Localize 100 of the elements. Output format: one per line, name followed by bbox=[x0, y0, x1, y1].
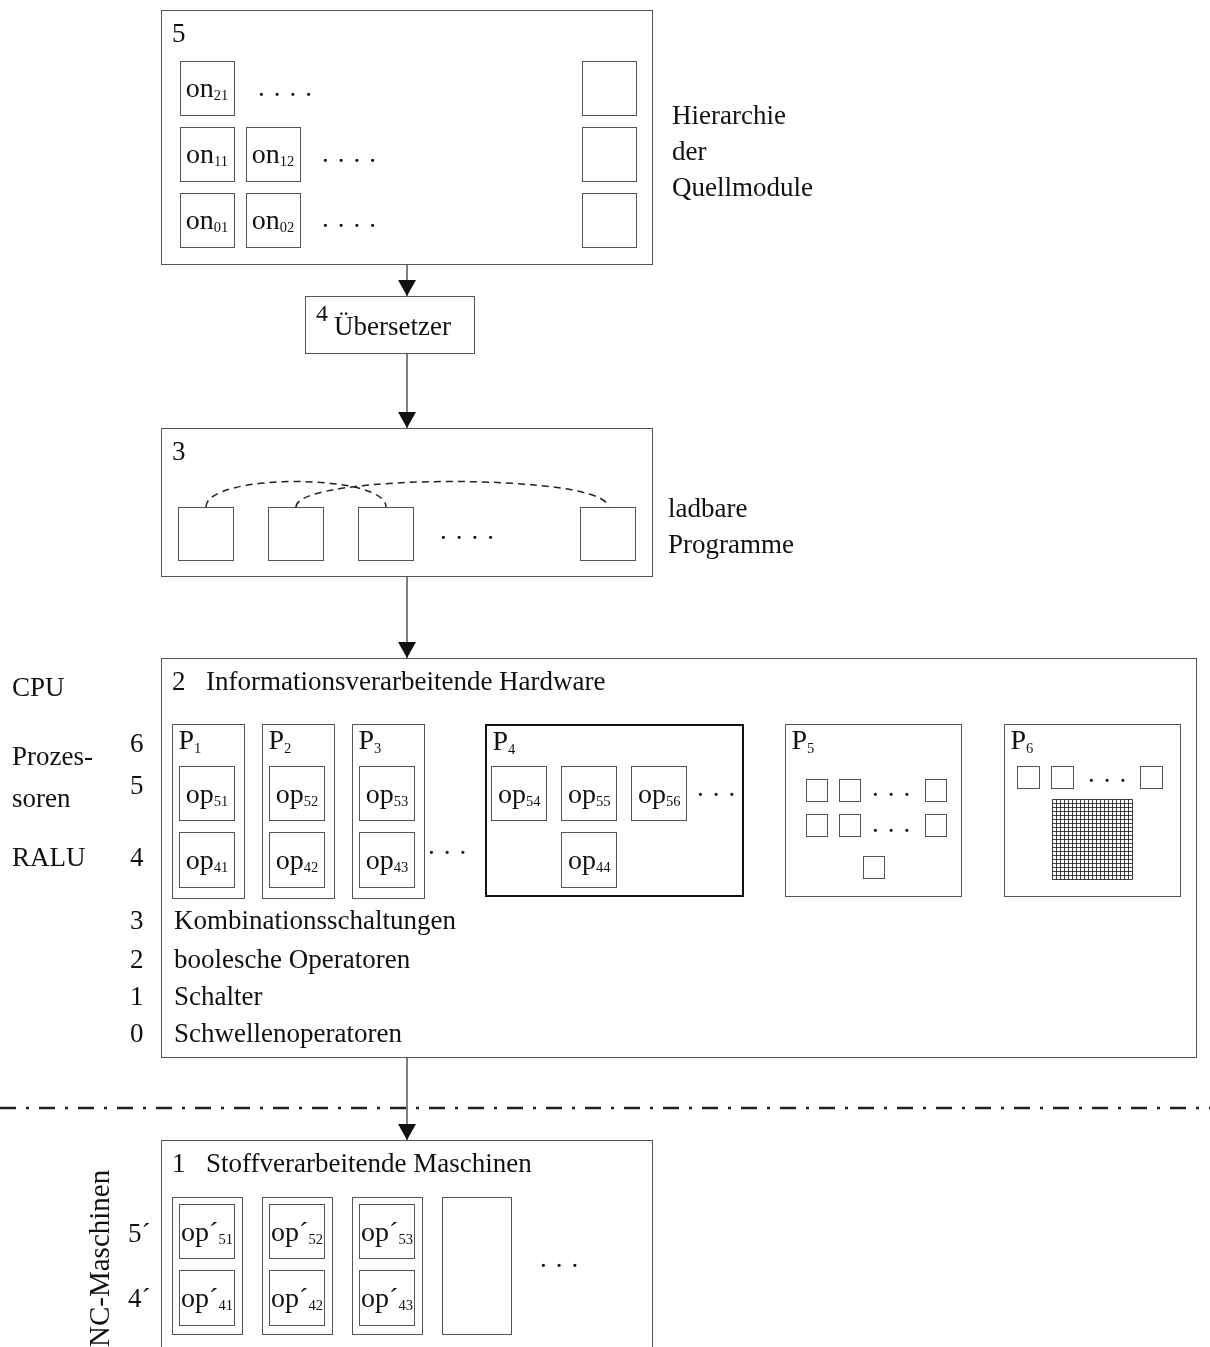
operator-label: op´$_{53}$ bbox=[361, 1216, 413, 1247]
operator-box bbox=[269, 766, 325, 821]
ellipsis-label: ... bbox=[697, 772, 745, 804]
ellipsis-label: .... bbox=[440, 515, 503, 547]
operator-label: on$_{01}$ bbox=[185, 204, 229, 236]
layer-number: 5 bbox=[172, 19, 186, 49]
side-label: NC-Maschinen bbox=[83, 1169, 116, 1347]
operator-label: op$_{53}$ bbox=[365, 778, 409, 809]
layer-panel bbox=[161, 1140, 653, 1347]
empty-box bbox=[267, 506, 324, 561]
ellipsis-label: ... bbox=[428, 830, 476, 862]
empty-box bbox=[925, 814, 947, 837]
dashed-link bbox=[205, 480, 387, 508]
operator-box bbox=[245, 126, 301, 182]
side-label: RALU bbox=[12, 842, 86, 874]
empty-box bbox=[581, 60, 637, 116]
operator-label: op$_{52}$ bbox=[275, 778, 319, 809]
processor-label: P$_{3}$ bbox=[358, 724, 382, 756]
layer-title: Informationsverarbeitende Hardware bbox=[206, 667, 606, 697]
empty-box bbox=[839, 779, 861, 802]
operator-label: op$_{55}$ bbox=[568, 778, 611, 810]
operator-box bbox=[179, 832, 235, 888]
operator-label: op$_{54}$ bbox=[498, 778, 541, 810]
compiler-box bbox=[305, 296, 475, 354]
operator-box bbox=[245, 192, 301, 248]
operator-label: op$_{43}$ bbox=[365, 844, 409, 876]
layer-caption: ladbare Programme bbox=[668, 492, 794, 561]
empty-box bbox=[806, 779, 828, 802]
operator-box bbox=[179, 1270, 235, 1326]
empty-box bbox=[1017, 766, 1040, 789]
empty-box bbox=[839, 814, 861, 837]
processor-label: P$_{4}$ bbox=[492, 725, 516, 757]
side-label: Prozes- soren bbox=[12, 740, 93, 815]
processor-box bbox=[261, 723, 335, 899]
operator-label: on$_{11}$ bbox=[186, 138, 228, 170]
operator-box bbox=[179, 766, 235, 821]
ellipsis-label: .... bbox=[322, 203, 385, 235]
level-label: 2 bbox=[130, 944, 144, 976]
layer-panel bbox=[161, 428, 653, 577]
processor-label: P$_{1}$ bbox=[178, 724, 202, 756]
level-label: 1 bbox=[130, 981, 144, 1013]
ellipsis-label: ... bbox=[540, 1243, 588, 1275]
ellipsis-label: ... bbox=[872, 772, 920, 804]
dashed-link bbox=[295, 480, 609, 508]
operator-label: op$_{42}$ bbox=[275, 844, 319, 876]
level-label: 0 bbox=[130, 1018, 144, 1050]
operator-label: op´$_{51}$ bbox=[181, 1216, 233, 1247]
arrow bbox=[398, 1057, 416, 1141]
operator-box bbox=[179, 126, 235, 182]
operator-box bbox=[269, 1270, 325, 1326]
operator-box bbox=[359, 766, 415, 821]
operator-box bbox=[561, 766, 618, 822]
operator-label: op$_{41}$ bbox=[185, 844, 229, 876]
operator-label: on$_{02}$ bbox=[251, 204, 295, 236]
operator-label: op$_{56}$ bbox=[638, 778, 681, 810]
level-label: 5 bbox=[130, 770, 144, 802]
processor-box bbox=[784, 723, 962, 897]
ellipsis-label: ... bbox=[1088, 758, 1136, 790]
level-label: 3 bbox=[130, 905, 144, 937]
empty-box bbox=[863, 856, 885, 879]
operator-box bbox=[491, 766, 548, 822]
machine-box bbox=[351, 1196, 423, 1335]
level-label: 6 bbox=[130, 728, 144, 760]
processor-box bbox=[171, 723, 245, 899]
empty-box bbox=[579, 506, 636, 561]
operator-box bbox=[179, 192, 235, 248]
processor-label: P$_{2}$ bbox=[268, 724, 292, 756]
processor-box bbox=[351, 723, 425, 899]
level-label: 4´ bbox=[128, 1283, 151, 1315]
empty-box bbox=[357, 506, 414, 561]
empty-box bbox=[1140, 766, 1163, 789]
operator-box bbox=[359, 832, 415, 888]
operator-label: op´$_{43}$ bbox=[361, 1282, 413, 1314]
ellipsis-label: .... bbox=[258, 72, 321, 104]
layer-caption: Hierarchie der Quellmodule bbox=[672, 99, 813, 204]
processor-label: P$_{5}$ bbox=[791, 724, 815, 756]
operator-box bbox=[269, 1204, 325, 1259]
layer-number: 4 bbox=[316, 300, 328, 327]
level-label: 4 bbox=[130, 842, 144, 874]
operator-box bbox=[631, 766, 688, 822]
layer-number: 3 bbox=[172, 437, 186, 467]
operator-box bbox=[269, 832, 325, 888]
arrow bbox=[398, 353, 416, 429]
machine-box bbox=[261, 1196, 333, 1335]
operator-label: on$_{12}$ bbox=[251, 138, 295, 170]
arrow bbox=[398, 264, 416, 297]
empty-box bbox=[177, 506, 234, 561]
level-description: Schalter bbox=[174, 981, 263, 1013]
operator-box bbox=[179, 60, 235, 116]
empty-box bbox=[925, 779, 947, 802]
empty-box bbox=[581, 126, 637, 182]
ellipsis-label: ... bbox=[872, 808, 920, 840]
machine-box bbox=[441, 1196, 512, 1335]
operator-label: op´$_{41}$ bbox=[181, 1282, 233, 1314]
empty-box bbox=[581, 192, 637, 248]
operator-box bbox=[179, 1204, 235, 1259]
arrow bbox=[398, 576, 416, 659]
processor-label: P$_{6}$ bbox=[1010, 724, 1034, 756]
layer-panel bbox=[161, 658, 1197, 1058]
layer-number: 2 bbox=[172, 667, 186, 697]
